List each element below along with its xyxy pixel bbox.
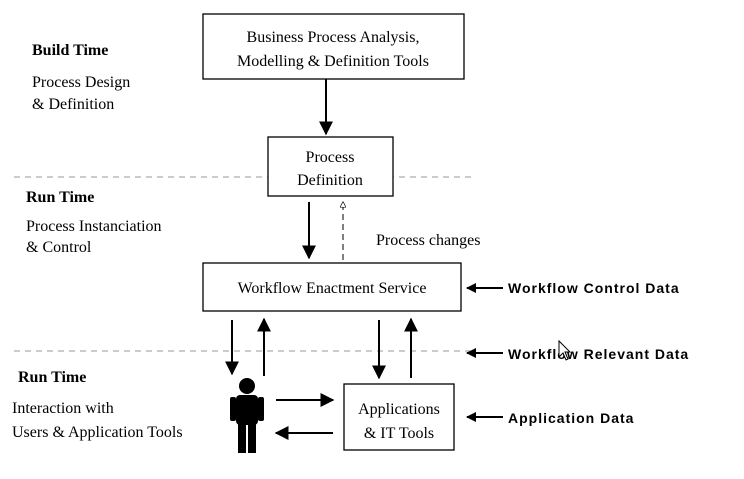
process-definition-line2: Definition	[297, 172, 363, 189]
build-time-title: Build Time	[32, 42, 108, 59]
applications-line2: & IT Tools	[364, 425, 434, 442]
applications-box	[343, 383, 455, 451]
build-time-line1: Process Design	[32, 74, 130, 91]
workflow-service-label: Workflow Enactment Service	[238, 280, 427, 297]
run-time-title-2: Run Time	[18, 369, 86, 386]
workflow-control-data-label: Workflow Control Data	[508, 280, 680, 296]
analysis-tools-line2: Modelling & Definition Tools	[237, 53, 429, 70]
run-time-1-line2: & Control	[26, 239, 92, 256]
run-time-2-line2: Users & Application Tools	[12, 424, 183, 441]
analysis-tools-line1: Business Process Analysis,	[247, 29, 420, 46]
application-data-label: Application Data	[508, 410, 634, 426]
analysis-tools-box	[202, 13, 465, 80]
process-changes-label: Process changes	[376, 232, 480, 249]
workflow-relevant-data-label: Workflow Relevant Data	[508, 346, 689, 362]
process-definition-line1: Process	[306, 149, 355, 166]
person-icon	[230, 378, 264, 453]
workflow-service-box	[202, 262, 462, 312]
run-time-title-1: Run Time	[26, 189, 94, 206]
mouse-cursor-icon	[558, 339, 572, 361]
build-time-line2: & Definition	[32, 96, 114, 113]
run-time-1-line1: Process Instanciation	[26, 218, 162, 235]
process-definition-box	[267, 136, 394, 197]
run-time-2-line1: Interaction with	[12, 400, 114, 417]
applications-line1: Applications	[358, 401, 440, 418]
